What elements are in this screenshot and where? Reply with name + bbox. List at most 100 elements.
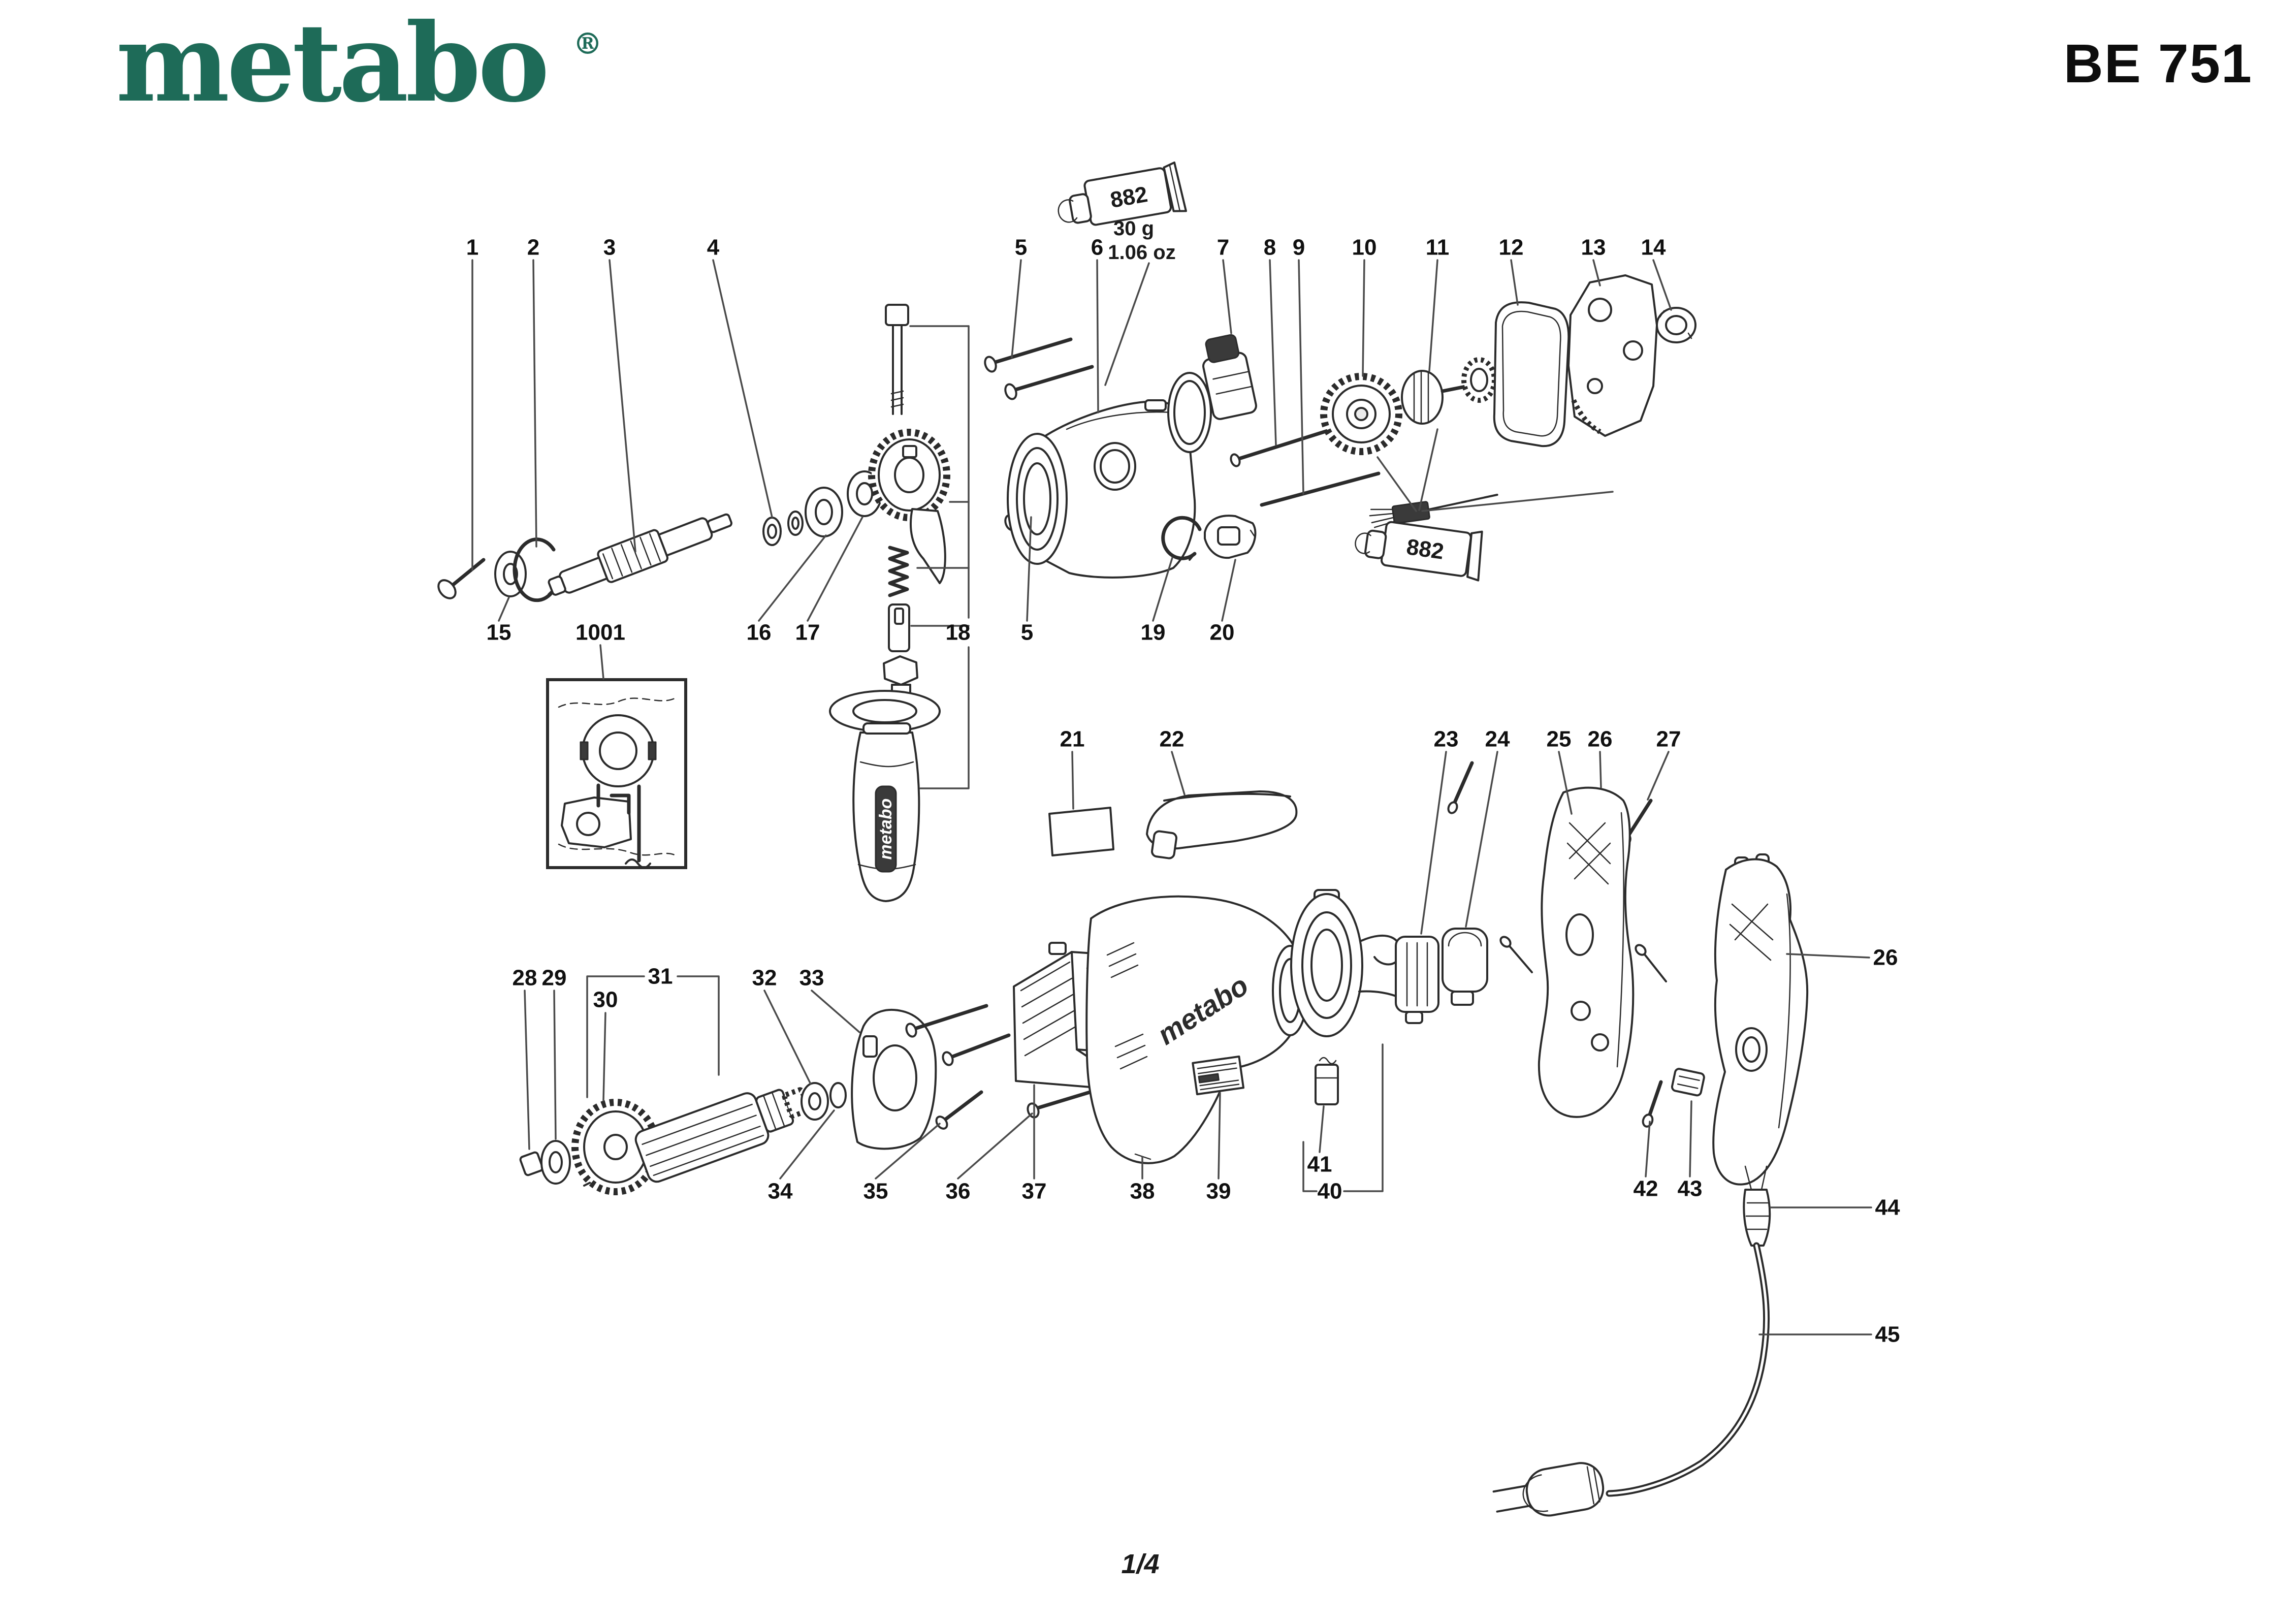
part-nut-14 [1656, 307, 1696, 343]
leader-line-5 [1011, 259, 1022, 359]
part-callout-19: 19 [1141, 620, 1166, 645]
part-brush-41 [1315, 1057, 1339, 1105]
leader-line-27 [1647, 751, 1670, 801]
part-callout-35: 35 [863, 1179, 888, 1204]
part-washers-4 [762, 511, 804, 546]
leader-line-31 [677, 975, 720, 1076]
part-callout-29: 29 [542, 966, 567, 991]
part-callout-43: 43 [1678, 1176, 1703, 1201]
leader-line-18 [919, 646, 970, 789]
leader-line-5 [1026, 516, 1032, 622]
part-screw-42 [1642, 1080, 1663, 1128]
part-callout-13: 13 [1581, 235, 1606, 260]
part-handle-shell-right-26 [1712, 853, 1809, 1186]
part-selector-7 [1167, 334, 1257, 453]
part-callout-27: 27 [1656, 727, 1681, 752]
grease-tube-bottom-label: 882 [1405, 534, 1446, 564]
part-callout-42: 42 [1634, 1176, 1658, 1201]
part-callout-31: 31 [648, 964, 673, 989]
leader-line-19 [1152, 557, 1173, 622]
part-switch-23 [1395, 936, 1439, 1024]
part-shaft-9 [1260, 471, 1381, 507]
part-handle-shell-left-26 [1538, 786, 1635, 1118]
leader-line-14 [1652, 259, 1672, 311]
part-screw-1 [437, 558, 486, 599]
leader-line-16 [758, 534, 827, 622]
part-bearing-plate-13 [1567, 274, 1658, 437]
part-callout-39: 39 [1206, 1179, 1231, 1204]
part-callout-23: 23 [1434, 727, 1459, 752]
part-callout-36: 36 [946, 1179, 971, 1204]
part-sticker-21 [1048, 807, 1114, 856]
part-callout-16: 16 [747, 620, 772, 645]
leader-line-12 [1510, 259, 1519, 306]
part-callout-25: 25 [1547, 727, 1572, 752]
part-shaft-8 [1230, 428, 1333, 467]
part-cord-44 [1606, 1165, 1771, 1497]
leader-line-35 [875, 1123, 941, 1180]
part-callout-41: 41 [1307, 1152, 1332, 1177]
part-callout-33: 33 [799, 966, 824, 991]
leader-line-17 [807, 516, 863, 622]
leader-line-1001 [599, 644, 604, 680]
part-slider-20 [1204, 515, 1257, 559]
grease-oz-caption: 1.06 oz [1108, 241, 1175, 264]
registered-trademark-icon: ® [573, 26, 602, 61]
handle-brand-marking: metabo [876, 799, 895, 860]
grease-tube-top: 882 [1058, 161, 1187, 226]
page-indicator: 1/4 [1121, 1549, 1160, 1579]
part-mounting-screws [905, 1004, 1011, 1066]
part-motor-housing-38: metabo [1085, 895, 1308, 1164]
leader-line-7 [1222, 259, 1232, 334]
inset-box-1001 [546, 678, 687, 869]
part-callout-32: 32 [752, 966, 777, 991]
leader-line-8 [1269, 259, 1277, 446]
part-callout-18: 18 [946, 620, 971, 645]
metabo-logo: metabo [116, 0, 550, 126]
grease-pointer-lines [1376, 428, 1614, 512]
part-callout-40: 40 [1318, 1179, 1342, 1204]
part-spindle-3 [548, 513, 732, 596]
leader-line-25 [1558, 751, 1573, 815]
part-cord-clamp-43 [1671, 1068, 1705, 1097]
part-callout-3: 3 [603, 235, 616, 260]
leader-line-24 [1465, 751, 1498, 928]
part-callout-8: 8 [1264, 235, 1276, 260]
part-gasket-12 [1493, 301, 1570, 448]
leader-line-15 [498, 596, 510, 622]
part-callout-26: 26 [1873, 945, 1898, 970]
part-callout-45: 45 [1875, 1322, 1900, 1347]
leader-line-41 [1319, 1105, 1325, 1153]
leader-line-21 [1071, 751, 1074, 810]
model-title: BE 751 [2063, 33, 2253, 94]
leader-line-42 [1645, 1121, 1651, 1177]
part-callout-5: 5 [1021, 620, 1033, 645]
leader-line-11 [1428, 259, 1438, 372]
part-callout-4: 4 [707, 235, 720, 260]
part-callout-2: 2 [527, 235, 539, 260]
part-barcode-39 [1192, 1055, 1245, 1096]
part-bearing-16 [805, 487, 843, 537]
part-handle-bolt [885, 304, 909, 415]
leader-line-36 [957, 1112, 1033, 1180]
part-callout-7: 7 [1217, 235, 1229, 260]
leader-line-26 [1786, 953, 1870, 959]
leader-line-20 [1221, 559, 1236, 622]
part-callout-10: 10 [1352, 235, 1377, 260]
part-callout-21: 21 [1060, 727, 1085, 752]
leader-line-22 [1171, 751, 1186, 795]
leader-line-2 [532, 259, 537, 548]
part-bearing-29 [540, 1140, 571, 1185]
part-deflector-33 [851, 1008, 937, 1150]
grease-point-line [1104, 262, 1150, 386]
leader-line-3 [609, 259, 636, 553]
grease-tube-bottom: 882 [1355, 521, 1483, 582]
part-circlip-19 [1161, 516, 1202, 561]
part-callout-34: 34 [768, 1179, 793, 1204]
part-armature-31 [634, 1087, 811, 1183]
part-plug-45 [1492, 1462, 1605, 1517]
leader-line-10 [1362, 259, 1365, 377]
leader-line-33 [811, 990, 860, 1033]
